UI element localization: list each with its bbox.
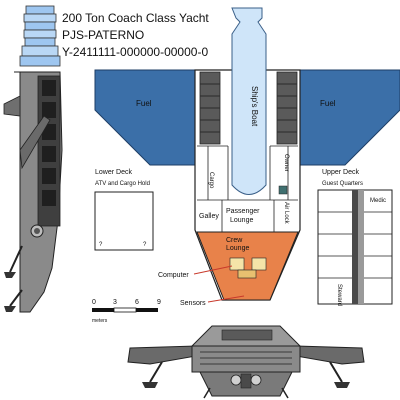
profile-window-1	[42, 80, 56, 96]
owner-fixture	[278, 185, 288, 195]
scale-tick-6: 6	[135, 299, 139, 306]
front-port-1	[230, 374, 242, 386]
computer-console-2	[251, 257, 267, 271]
guest-quarters-label: Guest Quarters	[322, 181, 363, 187]
front-top-panel	[221, 329, 273, 341]
owner-label: Owner	[283, 154, 289, 172]
upper-deck-corridor-gray	[358, 190, 364, 304]
cargo-label: Cargo	[208, 172, 214, 189]
upper-deck-corridor-dark	[352, 190, 358, 304]
turret-top	[25, 5, 55, 15]
galley-label: Galley	[199, 213, 219, 220]
cockpit-seat	[237, 269, 257, 279]
turret-band-2	[24, 21, 56, 31]
front-pad-right	[334, 382, 350, 388]
scale-seg-2	[113, 307, 137, 313]
steward-label: Steward	[336, 284, 342, 306]
lower-deck-mark-right: ?	[143, 242, 147, 248]
lower-deck-inset: Lower Deck ATV and Cargo Hold ? ?	[94, 169, 154, 251]
scale-tick-0: 0	[92, 299, 96, 306]
computer-callout	[193, 265, 233, 275]
fuel-wing-left	[94, 69, 196, 166]
fuel-wing-right	[299, 69, 400, 166]
profile-window-4	[42, 146, 56, 162]
crew-lounge-label-2: Lounge	[226, 245, 249, 252]
front-wing-left	[127, 345, 197, 365]
scale-seg-3	[136, 308, 158, 312]
crew-section	[196, 231, 299, 301]
title-line-3: Y-2411111-000000-00000-0	[62, 45, 209, 59]
profile-leg-2	[9, 289, 23, 307]
upper-deck-inset: Upper Deck Guest Quarters Medic Steward	[317, 169, 393, 306]
turret-band-4	[24, 37, 56, 47]
upper-deck-left-rooms	[318, 211, 352, 279]
front-body	[191, 345, 301, 373]
lower-deck-outline	[94, 191, 154, 251]
profile-fin	[19, 115, 51, 170]
front-leg-right	[329, 361, 343, 383]
computer-label: Computer	[158, 272, 189, 279]
scale-unit: meters	[92, 318, 108, 324]
title-line-2: PJS-PATERNO	[62, 28, 145, 42]
front-body-grille	[200, 351, 292, 365]
fuel-label-right: Fuel	[320, 99, 336, 108]
side-profile-view	[3, 5, 63, 313]
front-hatch	[240, 373, 252, 389]
medic-label: Medic	[370, 198, 386, 204]
engine-right-fins	[277, 83, 297, 133]
profile-window-5	[42, 168, 56, 184]
front-pad-left	[142, 382, 158, 388]
crew-lounge-label-1: Crew	[226, 237, 243, 244]
scale-tick-3: 3	[113, 299, 117, 306]
profile-pad-1	[4, 272, 16, 278]
front-leg-center-right	[281, 387, 289, 399]
fuel-label-left: Fuel	[136, 99, 152, 108]
profile-window-2	[42, 102, 56, 118]
air-lock-label: Air Lock	[283, 202, 289, 225]
sensors-callout	[207, 295, 245, 303]
lower-deck-label: Lower Deck	[95, 169, 132, 176]
turret-band-1	[23, 13, 57, 23]
turret-band-3	[23, 29, 57, 39]
ships-boat	[231, 7, 267, 195]
hull-partitions	[197, 145, 298, 233]
sensors-label: Sensors	[180, 300, 206, 307]
front-view	[127, 325, 365, 399]
main-deck-plan: Fuel Fuel Ship's Boat	[94, 7, 400, 307]
computer-console-1	[229, 257, 245, 271]
engine-left-fins	[200, 83, 220, 133]
profile-pad-2	[4, 306, 16, 312]
front-leg-left	[149, 361, 163, 383]
turret-band-5	[21, 45, 59, 57]
profile-window-6	[42, 190, 56, 206]
passenger-lounge-label-2: Lounge	[230, 217, 253, 224]
profile-wing	[3, 95, 21, 117]
front-leg-center-left	[203, 387, 211, 399]
turret-base	[19, 55, 61, 67]
scale-tick-9: 9	[157, 299, 161, 306]
profile-airlock-inner	[34, 228, 40, 234]
scale-bar: 0 3 6 9 meters	[92, 299, 161, 324]
atv-cargo-label: ATV and Cargo Hold	[95, 181, 150, 187]
profile-leg-1	[9, 245, 23, 273]
upper-deck-label: Upper Deck	[322, 169, 359, 176]
ships-boat-label: Ship's Boat	[250, 86, 259, 127]
title-line-1: 200 Ton Coach Class Yacht	[62, 11, 209, 25]
scale-seg-1	[92, 308, 114, 312]
front-port-2	[250, 374, 262, 386]
front-wing-right	[295, 345, 365, 365]
upper-deck-right-rooms	[364, 211, 392, 279]
lower-deck-mark-left: ?	[99, 242, 103, 248]
passenger-lounge-label-1: Passenger	[226, 208, 260, 215]
